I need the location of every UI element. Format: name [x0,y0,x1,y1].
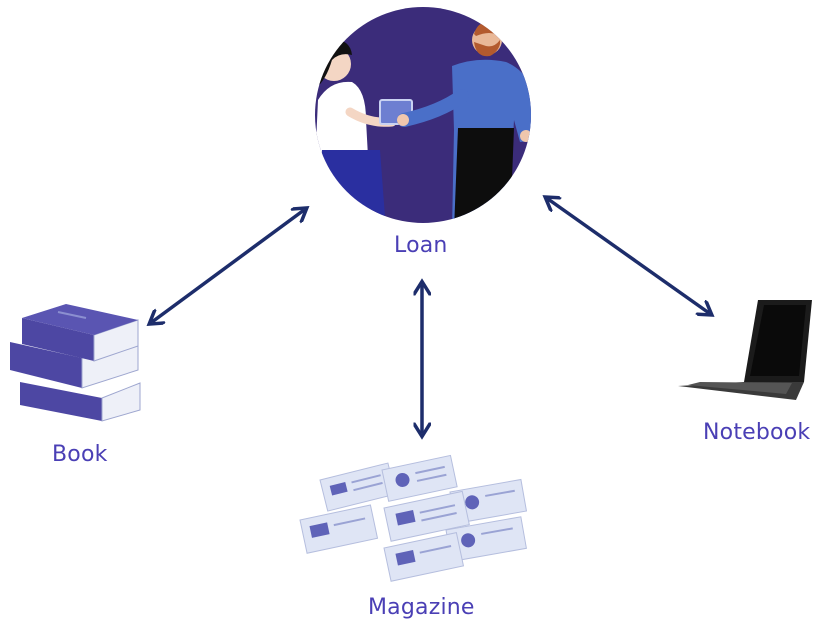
edge-loan-notebook [548,199,709,313]
node-label-book: Book [52,442,108,467]
laptop-icon [678,300,812,400]
book-stack-icon [10,304,141,422]
edges [152,199,709,433]
loan-node [315,7,531,223]
edge-loan-book [152,210,304,322]
magazine-stack-icon [299,454,528,582]
node-label-magazine: Magazine [368,595,475,620]
node-label-loan: Loan [394,233,448,258]
node-label-notebook: Notebook [703,420,811,445]
